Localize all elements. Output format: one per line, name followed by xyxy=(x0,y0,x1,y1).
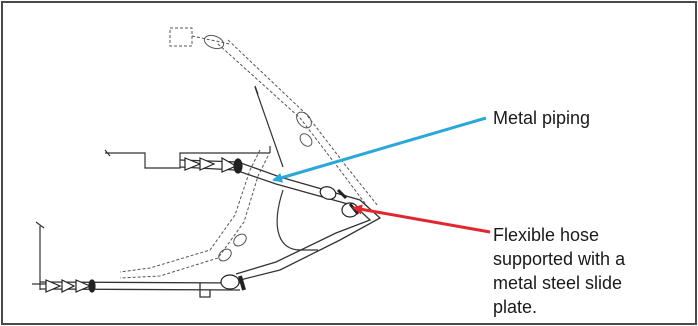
flexible-hose-line-1: Flexible hose xyxy=(493,225,599,245)
support-lines xyxy=(32,85,318,290)
main-piping xyxy=(39,159,382,298)
flexible-hose-line-4: plate. xyxy=(493,297,537,317)
flexible-hose-arrow xyxy=(352,204,491,234)
flexible-hose-line-3: metal steel slide xyxy=(493,273,622,293)
swivel-joints xyxy=(45,156,360,293)
metal-piping-label: Metal piping xyxy=(493,108,590,128)
stowed-joints xyxy=(203,34,313,262)
metal-piping-arrow xyxy=(272,116,487,183)
flexible-hose-line-2: supported with a xyxy=(493,249,626,269)
flexible-hose-label: Flexible hose supported with a metal ste… xyxy=(493,225,630,317)
